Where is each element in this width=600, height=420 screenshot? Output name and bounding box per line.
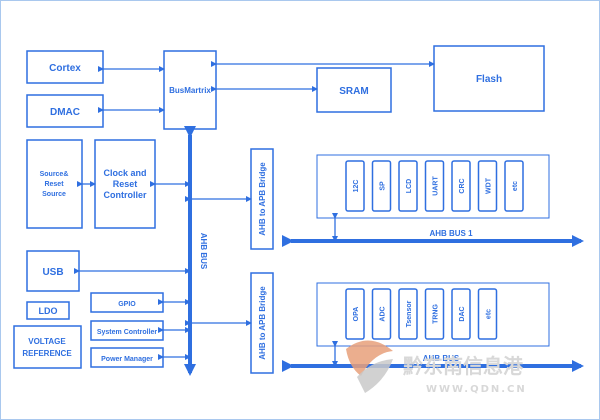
apb-peripheral-group-2: OPA ADC Tsensor TRNG DAC etc <box>316 282 550 347</box>
svg-text:OPA: OPA <box>353 307 360 322</box>
svg-text:System Controller: System Controller <box>97 329 158 336</box>
busmatrix-block: BusMartrix <box>163 50 217 130</box>
svg-text:UART: UART <box>433 176 440 196</box>
svg-text:BusMartrix: BusMartrix <box>169 86 211 95</box>
ahb-main-bus: AHB BUS <box>184 126 208 376</box>
watermark-brand: 黔东南信息港 <box>403 354 524 378</box>
apb-peripheral-group-1: 12C SP LCD UART CRC WDT etc <box>316 154 550 219</box>
peripheral-etc: etc <box>504 160 524 212</box>
power-manager-block: Power Manager <box>90 347 164 368</box>
peripheral-wdt: WDT <box>477 160 498 212</box>
voltage-reference-block: VOLTAGE REFERENCE <box>13 325 82 369</box>
peripheral-sp: SP <box>371 160 392 212</box>
svg-text:ADC: ADC <box>380 306 387 321</box>
svg-text:DMAC: DMAC <box>50 107 80 118</box>
watermark: 黔东南信息港 WWW.QDN.CN <box>346 340 527 395</box>
peripheral-tsensor: Tsensor <box>398 288 418 340</box>
svg-text:REFERENCE: REFERENCE <box>22 349 72 358</box>
svg-text:GPIO: GPIO <box>118 301 136 308</box>
svg-text:etc: etc <box>512 181 519 191</box>
peripheral-uart: UART <box>424 160 445 212</box>
svg-text:SP: SP <box>380 181 387 191</box>
peripheral-adc: ADC <box>371 288 392 340</box>
ahb-apb-bridge-2: AHB to APB Bridge <box>250 272 274 374</box>
watermark-url: WWW.QDN.CN <box>426 384 527 395</box>
svg-text:Clock and: Clock and <box>103 168 146 178</box>
svg-text:Reset: Reset <box>44 181 64 188</box>
svg-text:Flash: Flash <box>476 74 502 85</box>
peripheral-opa: OPA <box>345 288 365 340</box>
svg-text:Reset: Reset <box>113 179 138 189</box>
svg-text:Tsensor: Tsensor <box>406 300 413 327</box>
cortex-block: Cortex <box>26 50 104 84</box>
svg-text:LDO: LDO <box>39 306 58 316</box>
watermark-logo-icon <box>346 340 393 393</box>
svg-text:USB: USB <box>42 267 63 278</box>
ahb-bus-1: AHB BUS 1 <box>282 229 584 247</box>
svg-text:AHB to APB Bridge: AHB to APB Bridge <box>258 286 267 360</box>
svg-text:AHB to APB Bridge: AHB to APB Bridge <box>258 162 267 236</box>
system-controller-block: System Controller <box>90 320 164 341</box>
svg-text:AHB BUS: AHB BUS <box>423 354 460 363</box>
ahb-bus-2: AHB BUS <box>282 354 584 372</box>
flash-block: Flash <box>433 45 545 112</box>
source-reset-block: Source& Reset Source <box>26 139 83 229</box>
ldo-block: LDO <box>26 301 70 320</box>
svg-text:VOLTAGE: VOLTAGE <box>28 337 66 346</box>
svg-text:Power Manager: Power Manager <box>101 356 153 363</box>
svg-text:LCD: LCD <box>406 179 413 193</box>
peripheral-crc: CRC <box>451 160 471 212</box>
dmac-block: DMAC <box>26 94 104 128</box>
connections <box>74 61 435 367</box>
svg-text:12C: 12C <box>353 180 360 193</box>
svg-text:Cortex: Cortex <box>49 63 81 74</box>
svg-text:SRAM: SRAM <box>339 86 368 97</box>
svg-text:Controller: Controller <box>103 190 146 200</box>
clock-reset-controller-block: Clock and Reset Controller <box>94 139 156 229</box>
peripheral-dac: DAC <box>451 288 471 340</box>
gpio-block: GPIO <box>90 292 164 313</box>
peripheral-trng: TRNG <box>424 288 445 340</box>
svg-text:DAC: DAC <box>459 306 466 321</box>
peripheral-lcd: LCD <box>398 160 418 212</box>
svg-text:TRNG: TRNG <box>433 304 440 324</box>
svg-text:AHB BUS: AHB BUS <box>199 233 208 270</box>
svg-text:Source&: Source& <box>40 171 69 178</box>
svg-text:AHB BUS 1: AHB BUS 1 <box>429 229 473 238</box>
sram-block: SRAM <box>316 67 392 113</box>
svg-text:CRC: CRC <box>459 178 466 193</box>
svg-text:etc: etc <box>486 309 493 319</box>
peripheral-etc: etc <box>477 288 498 340</box>
usb-block: USB <box>26 250 80 292</box>
svg-text:WDT: WDT <box>486 177 493 194</box>
peripheral-12c: 12C <box>345 160 365 212</box>
svg-text:Source: Source <box>42 191 66 198</box>
ahb-apb-bridge-1: AHB to APB Bridge <box>250 148 274 250</box>
